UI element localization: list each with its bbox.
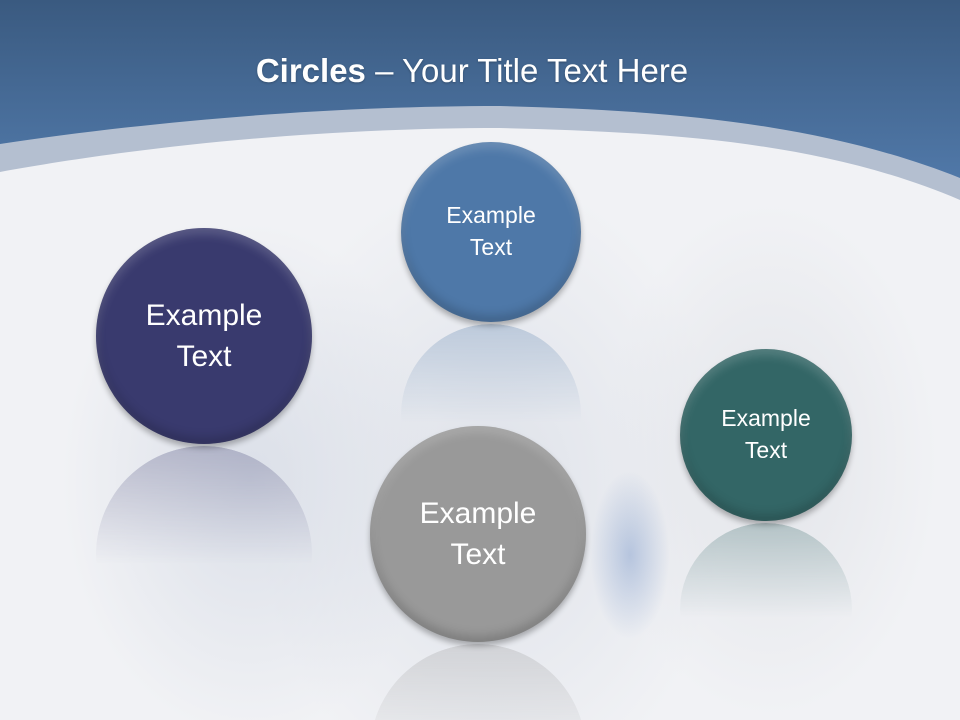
circle-text-line1: Example [446,202,536,229]
circle-text-line2: Text [469,234,513,260]
circle-text-line2: Text [176,340,232,373]
circle-text-line2: Text [450,538,506,571]
circle-reflection [96,446,312,662]
title-bold: Circles [255,52,366,89]
slide-title: Circles – Your Title Text Here [0,52,944,90]
header-banner [0,0,960,200]
circle-reflection [680,523,852,695]
circle-text-line1: Example [721,405,811,432]
title-rest: – Your Title Text Here [365,52,689,89]
photo-shape [590,470,670,640]
circle-text-line2: Text [744,437,788,463]
circle-text-line1: Example [419,496,537,530]
circle-text-line1: Example [145,298,263,332]
